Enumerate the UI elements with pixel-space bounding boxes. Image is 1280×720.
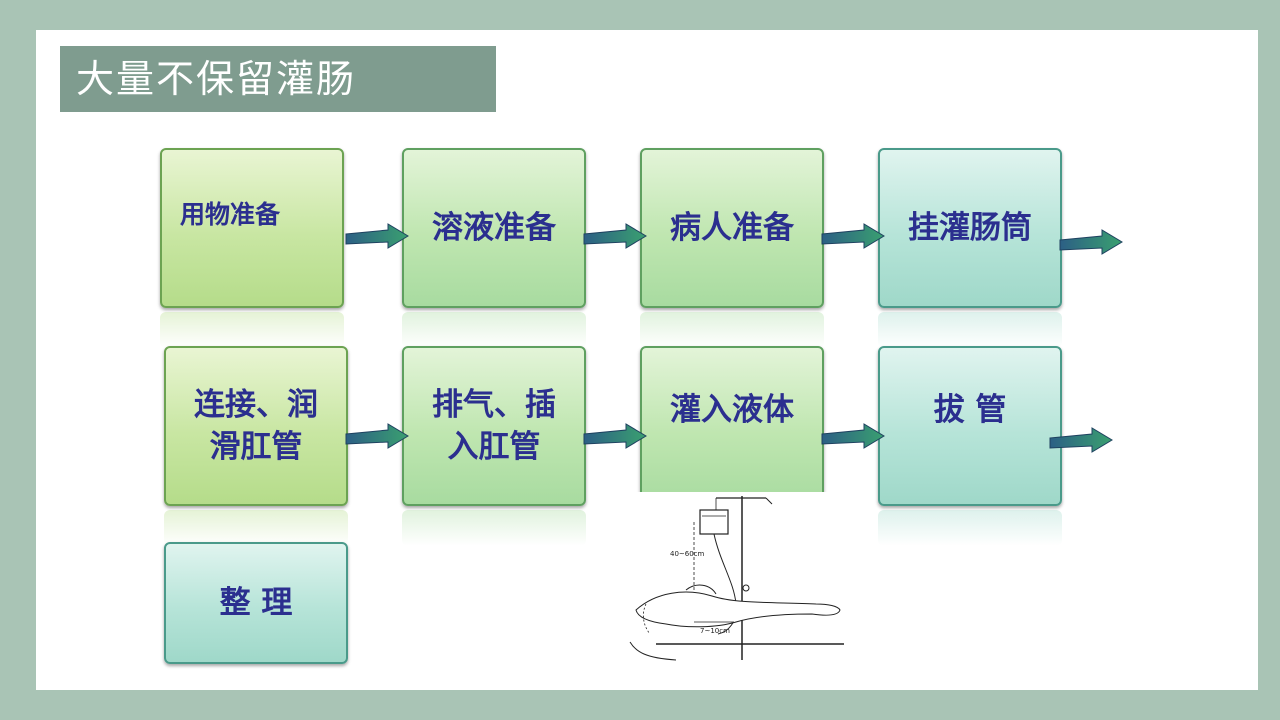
depth-label: 7~10cm	[700, 627, 730, 635]
height-label: 40~60cm	[670, 550, 705, 558]
box-reflection	[640, 312, 824, 348]
step-box-prepare-patient: 病人准备	[640, 148, 824, 308]
flow-arrow-icon	[345, 223, 409, 249]
flow-arrow-icon	[345, 423, 409, 449]
step-label: 挂灌肠筒	[908, 210, 1032, 246]
step-label: 用物准备	[180, 200, 281, 229]
step-box-prepare-solution: 溶液准备	[402, 148, 586, 308]
box-reflection	[402, 510, 586, 546]
box-reflection	[160, 312, 344, 348]
enema-illustration: 40~60cm 7~10cm	[616, 492, 856, 662]
step-label: 溶液准备	[432, 210, 556, 246]
step-box-infuse-liquid: 灌入液体	[640, 346, 824, 506]
step-label-line: 入肛管	[447, 429, 541, 465]
box-reflection	[402, 312, 586, 348]
flow-arrow-icon	[583, 223, 647, 249]
step-box-remove-tube: 拔 管	[878, 346, 1062, 506]
box-reflection	[878, 510, 1062, 546]
step-box-prepare-supplies: 用物准备	[160, 148, 344, 308]
flow-arrow-icon	[1059, 229, 1123, 255]
page-title: 大量不保留灌肠	[60, 46, 496, 112]
patient-body	[635, 591, 841, 628]
flow-arrow-icon	[1049, 427, 1113, 453]
step-box-hang-enema-can: 挂灌肠筒	[878, 148, 1062, 308]
enema-can-icon	[699, 509, 729, 535]
flow-arrow-icon	[821, 423, 885, 449]
box-reflection	[164, 510, 348, 546]
step-label-group: 连接、润 滑肛管	[194, 384, 318, 468]
step-label: 灌入液体	[670, 392, 794, 428]
flow-arrow-icon	[821, 223, 885, 249]
step-label: 病人准备	[670, 210, 794, 246]
step-label-line: 排气、插	[432, 387, 556, 423]
slide: 大量不保留灌肠 用物准备 溶液准备 病人准备 挂灌肠筒 连接、润 滑肛管 排气、…	[36, 30, 1258, 690]
step-label: 拔 管	[933, 392, 1007, 428]
step-label-group: 排气、插 入肛管	[432, 384, 556, 468]
flow-arrow-icon	[583, 423, 647, 449]
step-label: 整 理	[219, 585, 293, 621]
box-reflection	[878, 312, 1062, 348]
step-box-vent-insert: 排气、插 入肛管	[402, 346, 586, 506]
step-label-line: 连接、润	[194, 387, 318, 423]
step-label-line: 滑肛管	[209, 429, 303, 465]
step-box-connect-lubricate: 连接、润 滑肛管	[164, 346, 348, 506]
step-box-tidy-up: 整 理	[164, 542, 348, 664]
